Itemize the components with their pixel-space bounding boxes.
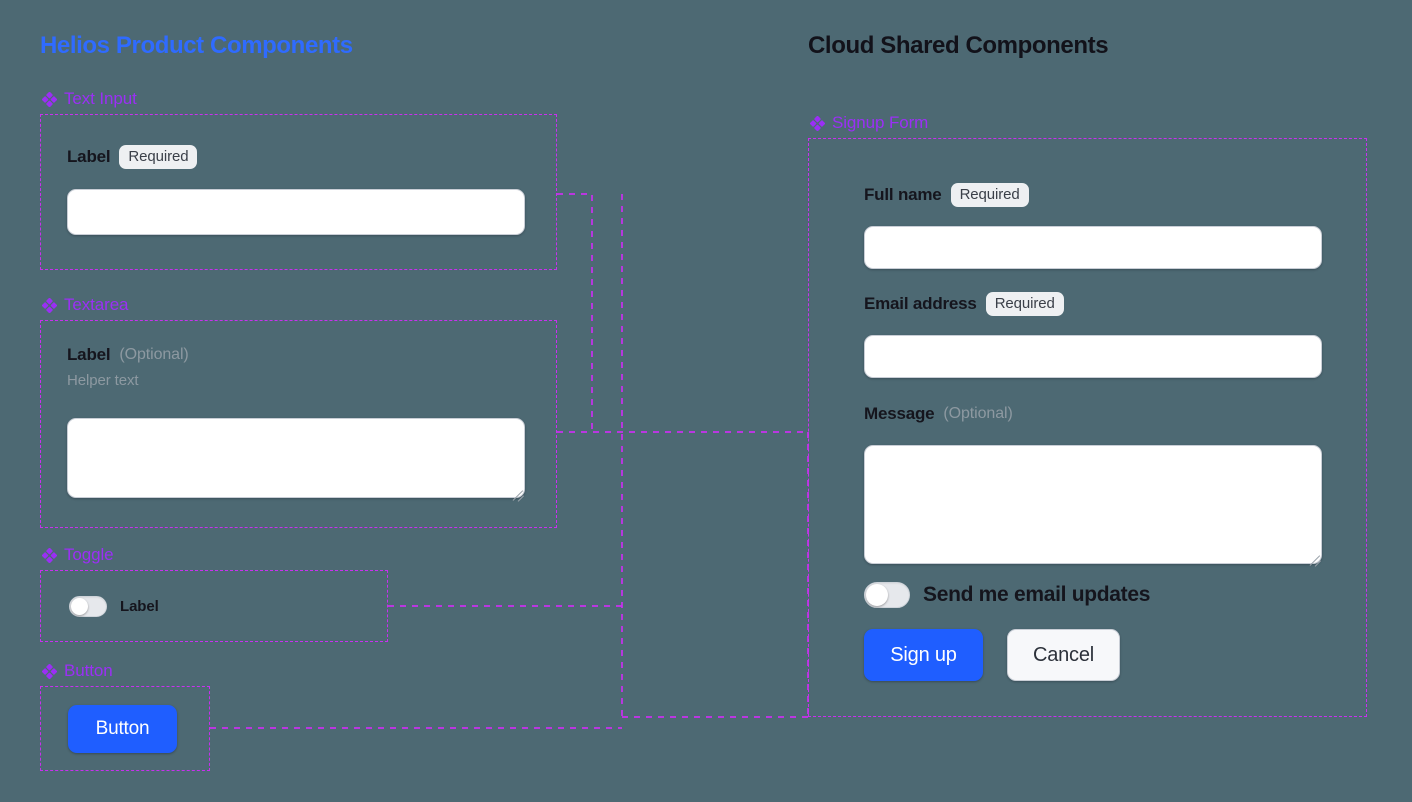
field-label-row: Message (Optional) — [864, 404, 1013, 424]
component-label-text: Signup Form — [832, 113, 929, 132]
field-label: Email address — [864, 294, 977, 314]
component-label-text: Textarea — [64, 295, 129, 314]
toggle-label: Send me email updates — [923, 583, 1151, 606]
component-frame-toggle: Label — [40, 570, 388, 642]
page-title-right: Cloud Shared Components — [808, 32, 1109, 59]
helper-text: Helper text — [67, 372, 139, 389]
field-label-row: Email address Required — [864, 292, 1064, 317]
required-badge: Required — [119, 145, 198, 170]
message-textarea[interactable] — [864, 445, 1322, 564]
field-label: Label — [67, 345, 111, 364]
diamond-cluster-icon — [810, 115, 825, 131]
component-frame-text-input: Label Required — [40, 114, 557, 270]
component-label-textarea: Textarea — [42, 295, 129, 315]
toggle-label: Label — [120, 598, 159, 615]
demo-button[interactable]: Button — [68, 705, 177, 753]
toggle-knob — [866, 584, 888, 606]
component-label-text-input: Text Input — [42, 89, 137, 109]
text-input-field[interactable] — [67, 189, 525, 235]
component-label-toggle: Toggle — [42, 545, 114, 565]
optional-tag: (Optional) — [119, 346, 189, 363]
component-label-text: Button — [64, 661, 113, 680]
diamond-cluster-icon — [42, 91, 57, 107]
email-updates-toggle-row[interactable]: Send me email updates — [864, 582, 1150, 608]
full-name-input[interactable] — [864, 226, 1322, 269]
field-label-row: Label Required — [67, 145, 198, 170]
toggle-switch[interactable] — [864, 582, 910, 608]
required-badge: Required — [950, 183, 1029, 208]
component-label-text: Toggle — [64, 545, 114, 564]
email-address-input[interactable] — [864, 335, 1322, 378]
toggle-row[interactable]: Label — [69, 596, 159, 617]
diamond-cluster-icon — [42, 297, 57, 313]
diamond-cluster-icon — [42, 547, 57, 563]
toggle-switch[interactable] — [69, 596, 107, 617]
cancel-button[interactable]: Cancel — [1007, 629, 1120, 681]
toggle-knob — [71, 598, 88, 615]
component-frame-button: Button — [40, 686, 210, 771]
component-frame-textarea: Label (Optional) Helper text — [40, 320, 557, 528]
field-label-row: Full name Required — [864, 183, 1029, 208]
field-label-row: Label (Optional) — [67, 345, 189, 365]
page-title-left: Helios Product Components — [40, 32, 353, 59]
required-badge: Required — [985, 292, 1064, 317]
component-label-text: Text Input — [64, 89, 137, 108]
component-label-button: Button — [42, 661, 113, 681]
sign-up-button[interactable]: Sign up — [864, 629, 983, 681]
diamond-cluster-icon — [42, 663, 57, 679]
field-label: Label — [67, 147, 111, 167]
component-label-signup-form: Signup Form — [810, 113, 928, 133]
field-label: Full name — [864, 185, 942, 205]
component-frame-signup-form: Full name Required Email address Require… — [808, 138, 1367, 717]
textarea-field[interactable] — [67, 418, 525, 498]
optional-tag: (Optional) — [943, 405, 1013, 422]
field-label: Message — [864, 404, 935, 423]
